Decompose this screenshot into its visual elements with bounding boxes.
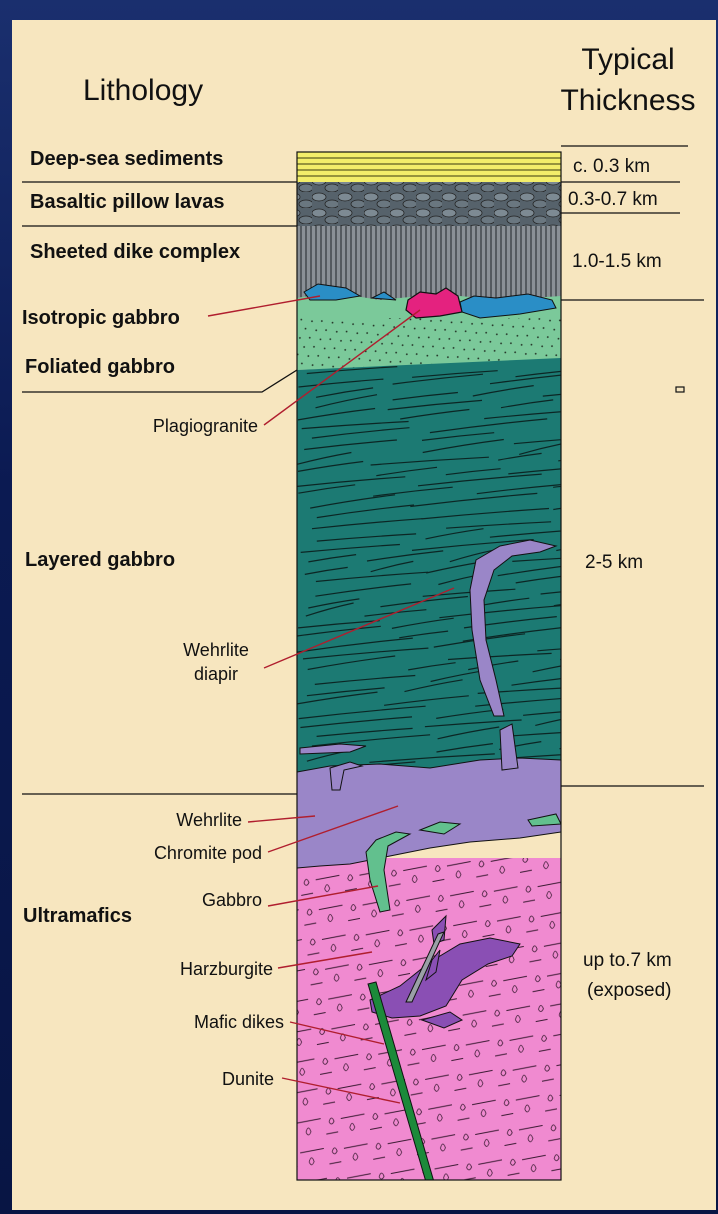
layer-deep-sea-sediments — [297, 152, 561, 182]
gabbro-layering-line — [560, 741, 611, 749]
thickness-header-line2: Thickness — [560, 84, 695, 117]
label-foliated-gabbro: Foliated gabbro — [25, 356, 175, 378]
annotation-plagiogranite: Plagiogranite — [153, 416, 258, 436]
gabbro-layering-line — [556, 542, 612, 551]
annotation-chromite-pod: Chromite pod — [154, 843, 262, 863]
annotation-gabbro: Gabbro — [202, 890, 262, 910]
label-layered-gabbro: Layered gabbro — [25, 549, 175, 571]
gabbro-layering-line — [560, 653, 629, 660]
label-deep-sea-sediments: Deep-sea sediments — [30, 148, 223, 170]
annotation-wehrlite: Wehrlite — [176, 810, 242, 830]
annotation-dunite: Dunite — [222, 1069, 274, 1089]
small-marker — [676, 387, 684, 392]
gabbro-layering-line — [554, 592, 662, 605]
thickness-ultramafics-line1: up to.7 km — [583, 950, 672, 971]
gabbro-layering-line — [553, 481, 625, 488]
label-isotropic-gabbro: Isotropic gabbro — [22, 307, 180, 329]
annotation-wehrlite-diapir-line1: Wehrlite — [183, 640, 249, 660]
gabbro-layering-line — [558, 448, 673, 461]
lithology-header: Lithology — [83, 74, 203, 107]
label-ultramafics: Ultramafics — [23, 905, 132, 927]
thickness-header-line1: Typical — [581, 43, 674, 76]
thickness-sheeted-dikes: 1.0-1.5 km — [572, 251, 662, 272]
thickness-pillow-lavas: 0.3-0.7 km — [568, 189, 658, 210]
label-sheeted-dike-complex: Sheeted dike complex — [30, 241, 240, 263]
label-basaltic-pillow-lavas: Basaltic pillow lavas — [30, 191, 225, 213]
thickness-ultramafics-line2: (exposed) — [587, 980, 672, 1001]
thickness-sediments: c. 0.3 km — [573, 156, 650, 177]
annotation-mafic-dikes: Mafic dikes — [194, 1012, 284, 1032]
gabbro-layering-line — [553, 497, 656, 509]
thickness-layered-gabbro: 2-5 km — [585, 552, 643, 573]
annotation-harzburgite: Harzburgite — [180, 959, 273, 979]
annotation-wehrlite-diapir-line2: diapir — [194, 664, 238, 684]
